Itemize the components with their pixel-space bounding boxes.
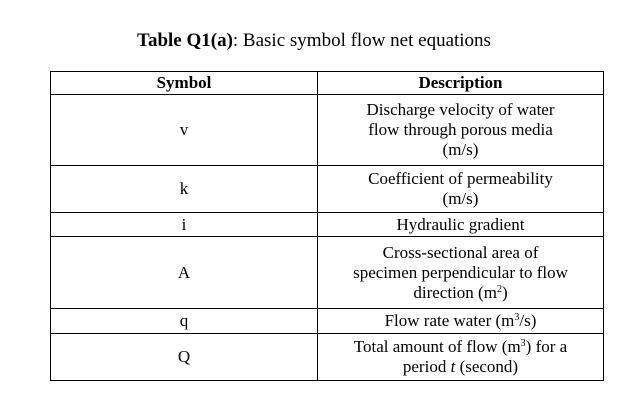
description-line: direction (m — [413, 282, 497, 302]
description-cell: Cross-sectional area of specimen perpend… — [317, 236, 604, 309]
description-line: Coefficient of permeability — [368, 169, 553, 188]
table-caption-label: Table Q1(a) — [137, 30, 233, 51]
table-row: k Coefficient of permeability (m/s) — [50, 165, 604, 213]
symbol-cell: A — [50, 236, 318, 309]
description-cell: Coefficient of permeability (m/s) — [317, 165, 604, 213]
description-line: Discharge velocity of water — [366, 100, 555, 119]
symbol-cell: k — [50, 165, 318, 213]
description-line: Hydraulic gradient — [396, 214, 525, 234]
description-line: Flow rate water (m — [384, 311, 515, 330]
superscript: 2 — [496, 283, 502, 295]
symbol-cell: q — [50, 308, 318, 334]
table-row: q Flow rate water (m3/s) — [50, 308, 604, 334]
header-description: Description — [317, 71, 604, 95]
description-cell: Hydraulic gradient — [317, 212, 604, 237]
symbol-table: Symbol Description v Discharge velocity … — [50, 71, 604, 381]
table-row: A Cross-sectional area of specimen perpe… — [50, 236, 604, 309]
table-row: v Discharge velocity of water flow throu… — [50, 94, 604, 166]
description-line: (m/s) — [442, 189, 479, 208]
table-caption-text: : Basic symbol flow net equations — [232, 30, 491, 51]
description-line: ) for a — [525, 337, 568, 356]
description-cell: Total amount of flow (m3) for a period t… — [317, 333, 604, 381]
table-header-row: Symbol Description — [50, 71, 604, 95]
symbol-cell: i — [50, 212, 318, 237]
description-cell: Flow rate water (m3/s) — [317, 308, 604, 334]
description-cell: Discharge velocity of water flow through… — [317, 94, 604, 166]
description-line: specimen perpendicular to flow — [353, 262, 568, 282]
description-line: Total amount of flow (m — [353, 337, 521, 356]
description-line: flow through porous media — [368, 120, 553, 139]
symbol-cell: v — [50, 94, 318, 166]
table-row: Q Total amount of flow (m3) for a period… — [50, 333, 604, 381]
superscript: 3 — [514, 312, 520, 323]
description-line: (m/s) — [442, 140, 479, 159]
description-line: period — [402, 357, 451, 376]
description-line: /s) — [519, 311, 537, 330]
table-caption: Table Q1(a): Basic symbol flow net equat… — [0, 30, 628, 52]
italic-variable: t — [450, 357, 456, 376]
description-line: ) — [501, 282, 508, 302]
superscript: 3 — [520, 338, 526, 349]
table-row: i Hydraulic gradient — [50, 212, 604, 237]
description-line: (second) — [455, 357, 519, 376]
header-symbol: Symbol — [50, 71, 318, 95]
description-line: Cross-sectional area of — [382, 242, 539, 262]
symbol-cell: Q — [50, 333, 318, 381]
